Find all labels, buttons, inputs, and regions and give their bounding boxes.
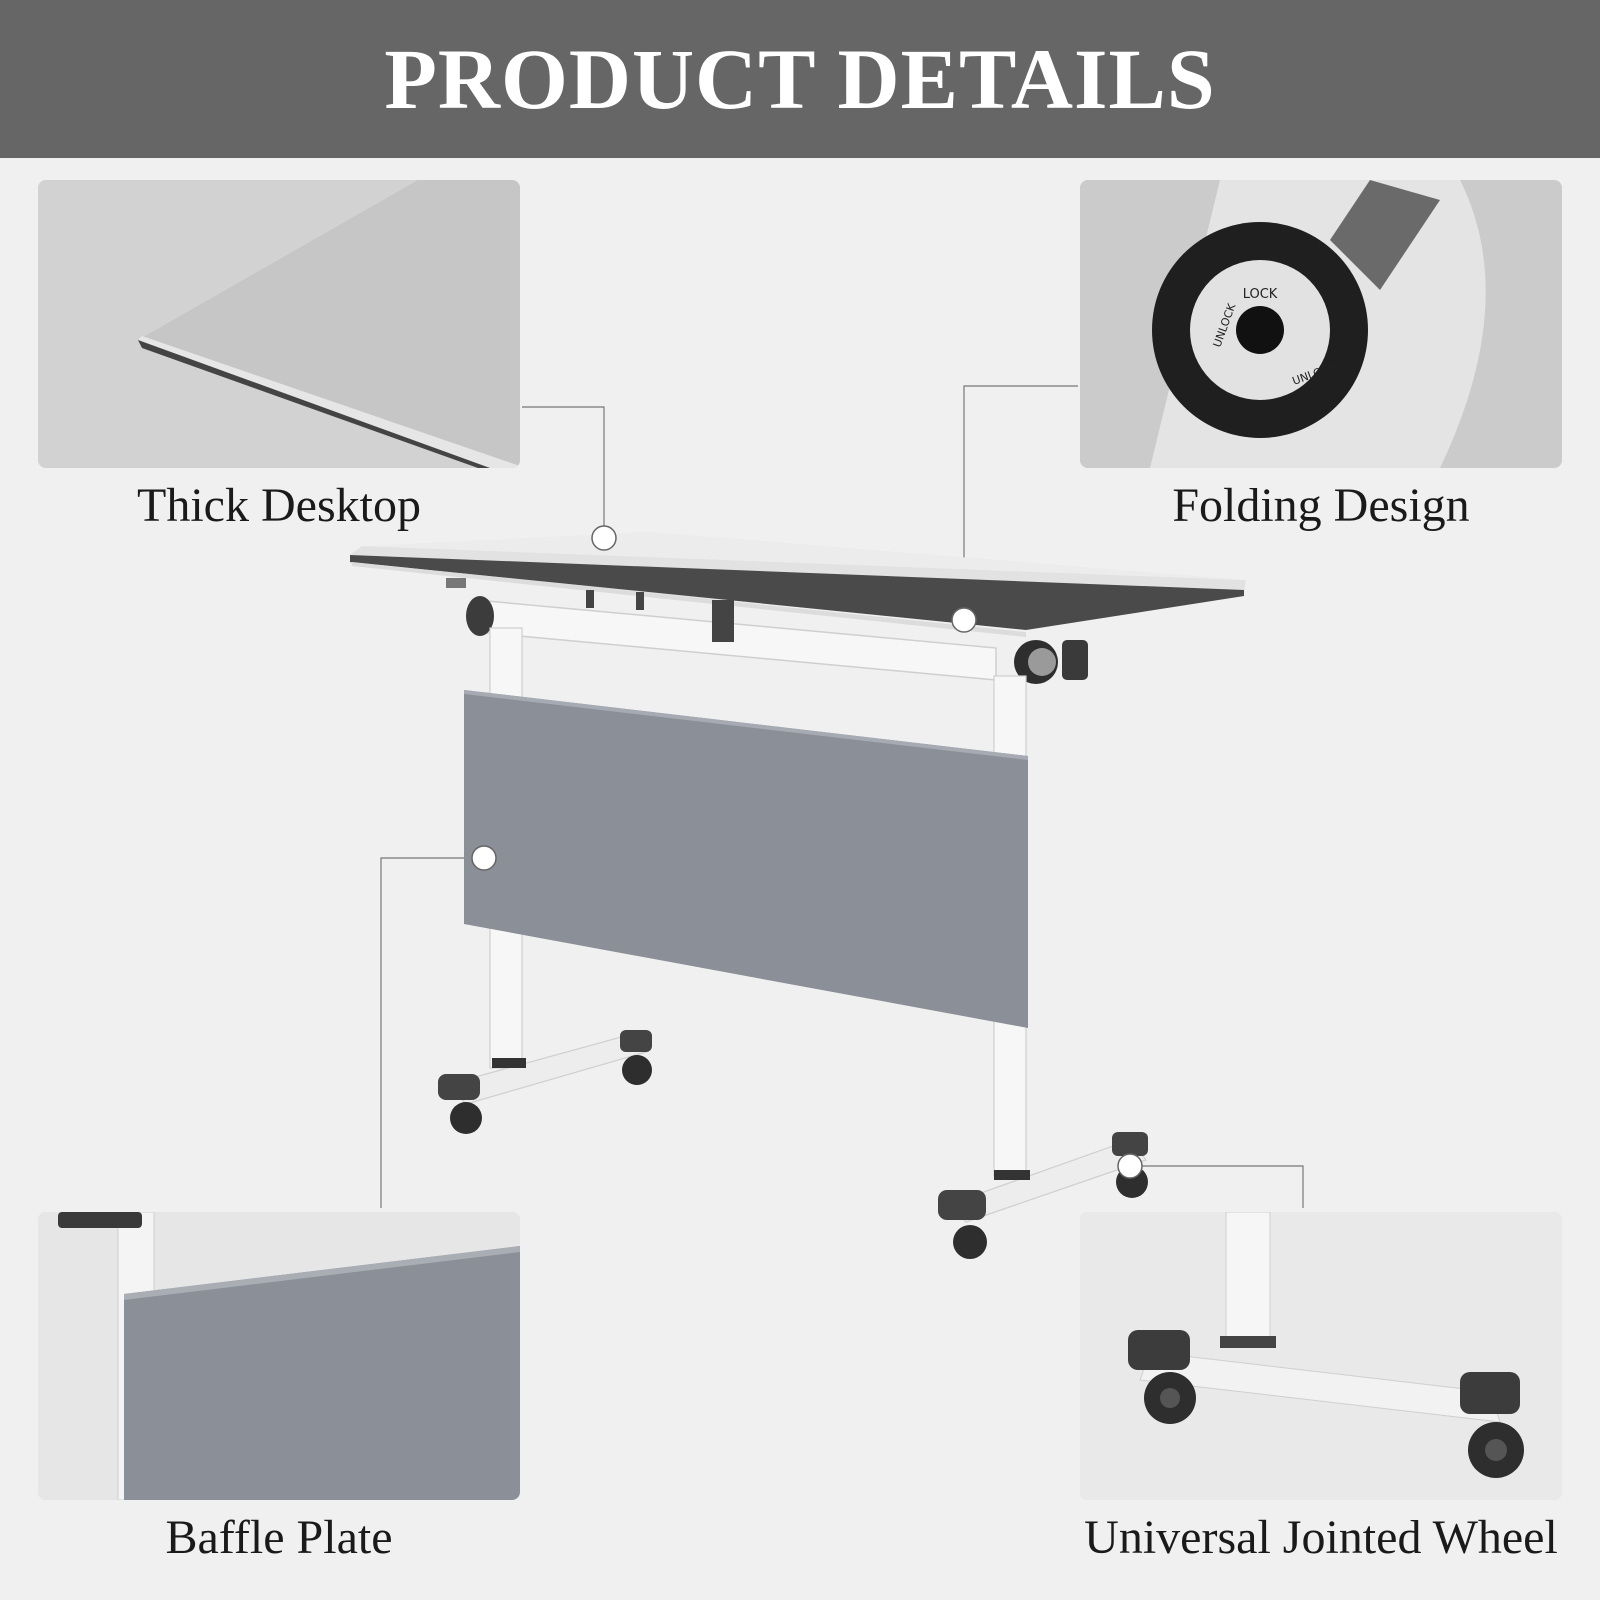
thick-desktop-label: Thick Desktop	[137, 479, 421, 532]
baffle-plate-icon	[38, 1212, 520, 1500]
universal-wheel-label: Universal Jointed Wheel	[1084, 1511, 1558, 1564]
thick-desktop-panel	[38, 180, 520, 468]
page-title: PRODUCT DETAILS	[384, 31, 1216, 127]
folding-design-panel: LOCK UNLOCK UNLOCK	[1080, 180, 1562, 468]
right-foot	[938, 1132, 1148, 1259]
lock-knob-icon: LOCK UNLOCK UNLOCK	[1080, 180, 1562, 468]
baffle-plate-panel	[38, 1212, 520, 1500]
header-banner: PRODUCT DETAILS	[0, 0, 1600, 158]
table-top	[350, 532, 1246, 637]
baffle-plate-label: Baffle Plate	[165, 1511, 393, 1564]
folding-design-label: Folding Design	[1172, 479, 1470, 532]
desktop-edge-icon	[38, 180, 520, 468]
baffle-plate	[464, 690, 1028, 1028]
knob-lock-text: LOCK	[1243, 287, 1278, 302]
callout-lines	[380, 385, 1304, 1208]
caster-wheel-icon	[1080, 1212, 1562, 1500]
universal-wheel-panel	[1080, 1212, 1562, 1500]
callout-dots	[471, 525, 1143, 1179]
left-foot	[438, 1030, 652, 1134]
